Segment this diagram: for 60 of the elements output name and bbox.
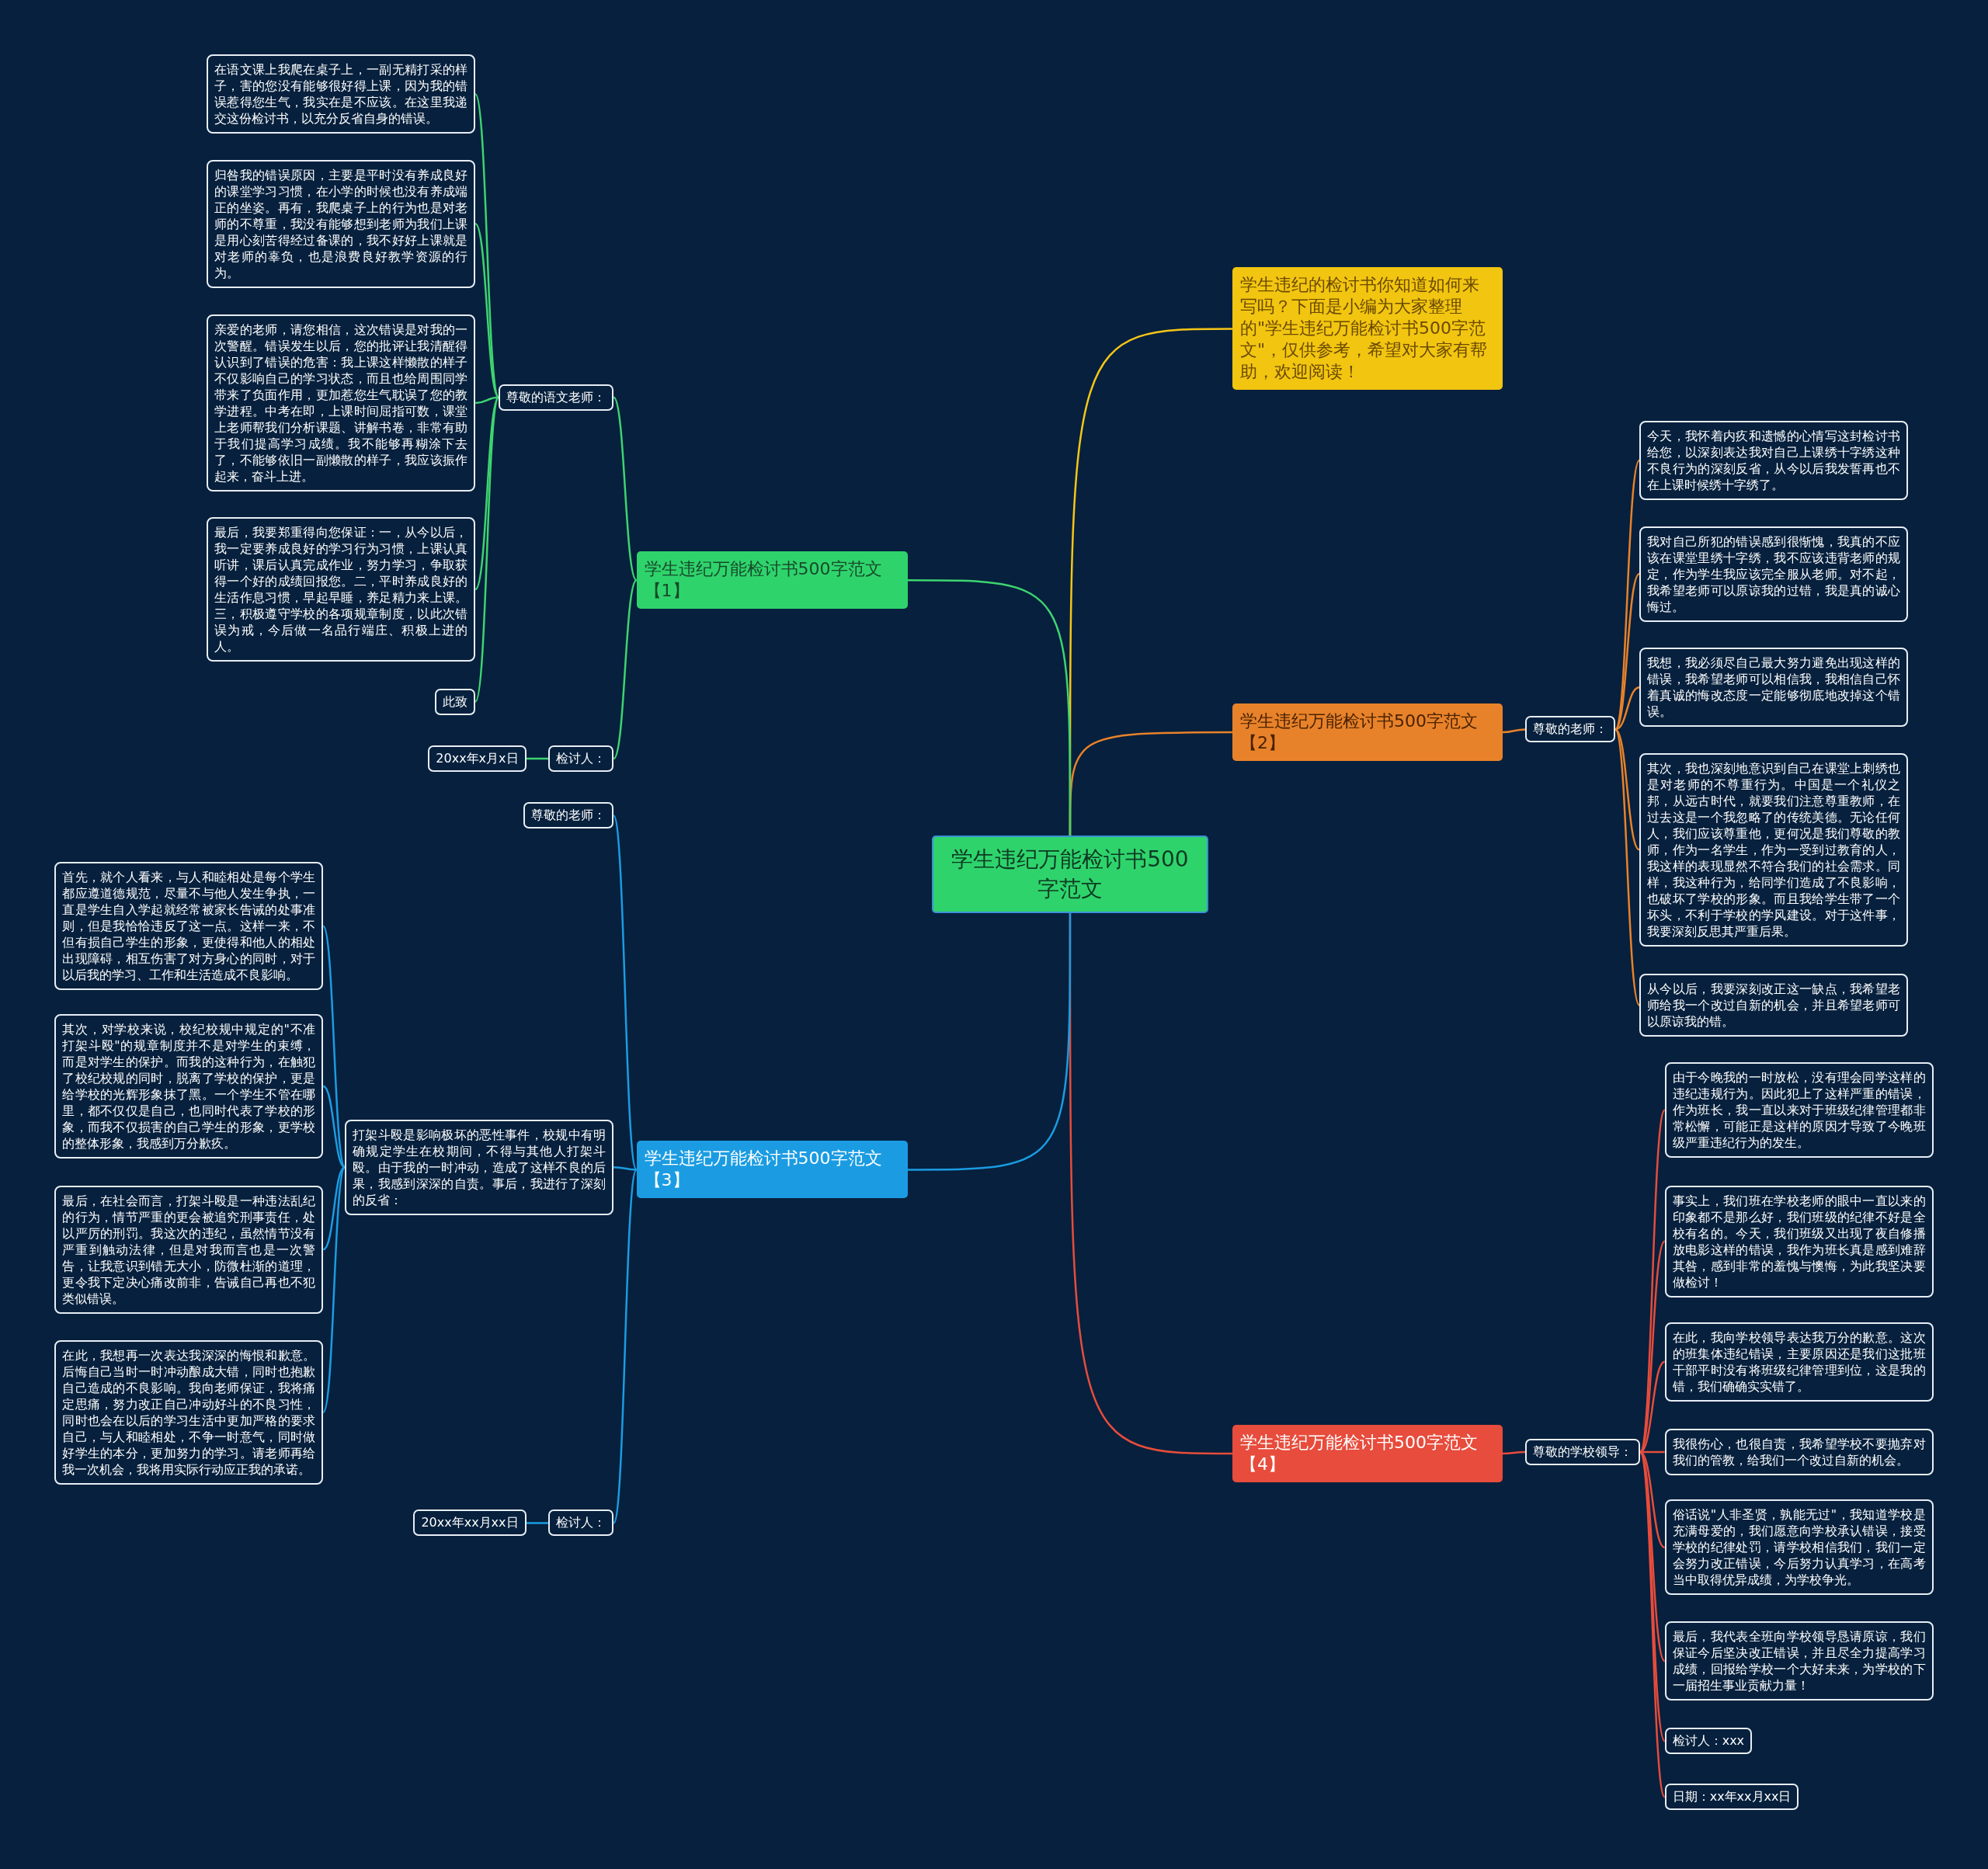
text-card: 我对自己所犯的错误感到很惭愧，我真的不应该在课堂里绣十字绣，我不应该违背老师的规定，作为学生我应该完全服从老师。对不起，我希望老师可以原谅我的过错，我是真的诚心悔过。 (1639, 526, 1909, 622)
connector-line (322, 926, 346, 1168)
label-box: 日期：xx年xx月xx日 (1664, 1784, 1799, 1811)
text-card: 首先，就个人看来，与人和睦相处是每个学生都应遵道德规范，尽量不与他人发生争执，一直是学生自入学起就经常被家长告诫的处事准则，但是我恰恰违反了这一点。这样一来，不但有损自己学生的形象，更使得和他人的相处出现障碍，相互伤害了对方身心的同时，对于以后我的学习、工作和生活造成不良影响。 (54, 862, 324, 991)
connector-line (613, 1169, 638, 1523)
text-card: 其次，对学校来说，校纪校规中规定的"不准打架斗殴"的规章制度并不是对学生的束缚，而是对学生的保护。而我的这种行为，在触犯了校纪校规的同时，脱离了学校的保护，更是给学校的光辉形象抹了黑。一个学生不管在哪里，都不仅仅是自己，也同时代表了学校的形象，而我不仅损害的自己学生的形象，更学校的整体形象，我感到万分歉疚。 (54, 1014, 324, 1159)
connector-line (613, 396, 638, 581)
text-card: 最后，在社会而言，打架斗殴是一种违法乱纪的行为，情节严重的更会被追究刑事责任，处以严厉的刑罚。我这次的违纪，虽然情节没有严重到触动法律，但是对我而言也是一次警告，让我意识到错无大小，防微杜渐的道理，更令我下定决心痛改前非，告诫自己再也不犯类似错误。 (54, 1185, 324, 1314)
connector-line (526, 757, 549, 760)
label-box: 20xx年xx月xx日 (413, 1509, 527, 1537)
text-card: 在此，我想再一次表达我深深的悔恨和歉意。后悔自己当时一时冲动酿成大错，同时也抱歉自己造成的不良影响。我向老师保证，我将痛定思痛，努力改正自己冲动好斗的不良习性，同时也会在以后的学习生活中更加严格的要求自己，与人和睦相处，不争一时意气，同时做好学生的本分，更加努力的学习。请老师再给我一次机会，我将用实际行动应正我的承诺。 (54, 1339, 324, 1485)
branch-box: 学生违纪万能检讨书500字范文【2】 (1232, 703, 1503, 762)
branch-box: 学生违纪万能检讨书500字范文【3】 (636, 1141, 908, 1199)
text-card: 打架斗殴是影响极坏的恶性事件，校规中有明确规定学生在校期间，不得与其他人打架斗殴。由于我的一时冲动，造成了这样不良的后果，我感到深深的自责。事后，我进行了深刻的反省： (345, 1119, 614, 1215)
connector-line (1502, 728, 1526, 734)
connector-line (613, 1166, 637, 1171)
connector-line (907, 912, 1072, 1171)
intro-box: 学生违纪的检讨书你知道如何来写吗？下面是小编为大家整理的"学生违纪万能检讨书500字范文"，仅供参考，希望对大家有帮助，欢迎阅读！ (1232, 267, 1503, 391)
text-card: 其次，我也深刻地意识到自己在课堂上刺绣也是对老师的不尊重行为。中国是一个礼仪之邦，从远古时代，就要我们注意尊重教师，在过去这是一个我忽略了的传统美德。无论任何人，我们应该尊重他，更何况是我们尊敬的教师，作为一名学生，作为一受到过教育的人，我这样的表现显然不符合我们的社会需求。同样，我这种行为，给同学们造成了不良影响，也破坏了学校的形象。而且我给学生带了一个坏头，不利于学校的学风建设。对于这件事，我要深刻反思其严重后果。 (1639, 752, 1909, 947)
connector-line (526, 1522, 549, 1524)
connector-line (322, 1086, 346, 1169)
label-box: 检讨人： (548, 1509, 614, 1537)
text-card: 归咎我的错误原因，主要是平时没有养成良好的课堂学习习惯，在小学的时候也没有养成端正的坐姿。再有，我爬桌子上的行为也是对老师的不尊重，我没有能够想到老师为我们上课是用心刻苦得经过备课的，我不好好上课就是对老师的辜负，也是浪费良好教学资源的行为。 (207, 159, 476, 288)
branch-box: 学生违纪万能检讨书500字范文【4】 (1232, 1425, 1503, 1483)
text-card: 在此，我向学校领导表达我万分的歉意。这次的班集体违纪错误，主要原因还是我们这批班干部平时没有将班级纪律管理到位，这是我的错，我们确确实实错了。 (1664, 1322, 1934, 1402)
text-card: 今天，我怀着内疚和遗憾的心情写这封检讨书给您，以深刻表达我对自己上课绣十字绣这种不良行为的深刻反省，从今以后我发誓再也不在上课时候绣十字绣了。 (1639, 421, 1909, 501)
label-box: 检讨人：xxx (1664, 1728, 1753, 1755)
connector-line (613, 815, 638, 1170)
text-card: 事实上，我们班在学校老师的眼中一直以来的印象都不是那么好，我们班级的纪律不好是全校有名的。今天，我们班级又出现了夜自修播放电影这样的错误，我作为班长真是感到难辞其咎，感到非常的羞愧与懊悔，为此我坚决要做检讨！ (1664, 1185, 1934, 1298)
label-box: 尊敬的老师： (523, 802, 614, 829)
text-card: 由于今晚我的一时放松，没有理会同学这样的违纪违规行为。因此犯上了这样严重的错误，作为班长，我一直以来对于班级纪律管理都非常松懈，可能正是这样的原因才导致了今晚班级严重违纪行为的发生。 (1664, 1062, 1934, 1159)
connector-line (907, 578, 1072, 835)
text-card: 在语文课上我爬在桌子上，一副无精打采的样子，害的您没有能够很好得上课，因为我的错误惹得您生气，我实在是不应该。在这里我递交这份检讨书，以充分反省自身的错误。 (207, 54, 476, 134)
connector-line (322, 1166, 346, 1251)
label-box: 尊敬的语文老师： (499, 384, 614, 411)
connector-line (474, 223, 500, 398)
central-topic-box: 学生违纪万能检讨书500字范文 (932, 835, 1208, 913)
connector-line (1614, 573, 1640, 731)
connector-line (322, 1166, 346, 1413)
connector-line (613, 579, 638, 759)
text-card: 从今以后，我要深刻改正这一缺点，我希望老师给我一个改过自新的机会，并且希望老师可以原谅我的错。 (1639, 973, 1909, 1037)
label-box: 20xx年x月x日 (428, 745, 527, 772)
connector-line (474, 396, 500, 590)
text-card: 俗话说"人非圣贤，孰能无过"，我知道学校是充满母爱的，我们愿意向学校承认错误，接受学校的纪律处罚，请学校相信我们，我们一定会努力改正错误，今后努力认真学习，在高考当中取得优异成绩，为学校争光。 (1664, 1499, 1934, 1596)
label-box: 此致 (435, 688, 476, 715)
connector-line (1614, 728, 1640, 851)
connector-line (1640, 1450, 1665, 1454)
label-box: 尊敬的学校领导： (1525, 1439, 1641, 1466)
connector-line (475, 396, 499, 405)
connector-line (1502, 1450, 1526, 1455)
connector-line (1614, 686, 1640, 731)
text-card: 我想，我必须尽自己最大努力避免出现这样的错误，我希望老师可以相信我，我相信自己怀着真诚的悔改态度一定能够彻底地改掉这个错误。 (1639, 648, 1909, 728)
connector-line (474, 397, 500, 703)
branch-box: 学生违纪万能检讨书500字范文【1】 (636, 551, 908, 610)
label-box: 尊敬的老师： (1525, 716, 1616, 743)
text-card: 最后，我代表全班向学校领导恳请原谅，我们保证今后坚决改正错误，并且尽全力提高学习成绩，回报给学校一个大好未来，为学校的下一届招生事业贡献力量！ (1664, 1621, 1934, 1701)
text-card: 亲爱的老师，请您相信，这次错误是对我的一次警醒。错误发生以后，您的批评让我清醒得认识到了错误的危害：我上课这样懒散的样子不仅影响自己的学习状态，而且也给周围同学带来了负面作用，更加惹您生气耽误了您的教学进程。中考在即，上课时间屈指可数，课堂上老师帮我们分析课题、讲解书卷，非常有助于我们提高学习成绩。我不能够再糊涂下去了，不能够依旧一副懒散的样子，我应该振作起来，奋斗上进。 (207, 314, 476, 492)
text-card: 我很伤心，也很自责，我希望学校不要抛弃对我们的管教，给我们一个改过自新的机会。 (1664, 1429, 1934, 1475)
text-card: 最后，我要郑重得向您保证：一，从今以后，我一定要养成良好的学习行为习惯，上课认真听讲，课后认真完成作业，努力学习，争取获得一个好的成绩回报您。二，平时养成良好的生活作息习惯，早起早睡，养足精力来上课。三，积极遵守学校的各项规章制度，以此次错误为戒，今后做一名品行端庄、积极上进的人。 (207, 517, 476, 662)
label-box: 检讨人： (548, 745, 614, 772)
